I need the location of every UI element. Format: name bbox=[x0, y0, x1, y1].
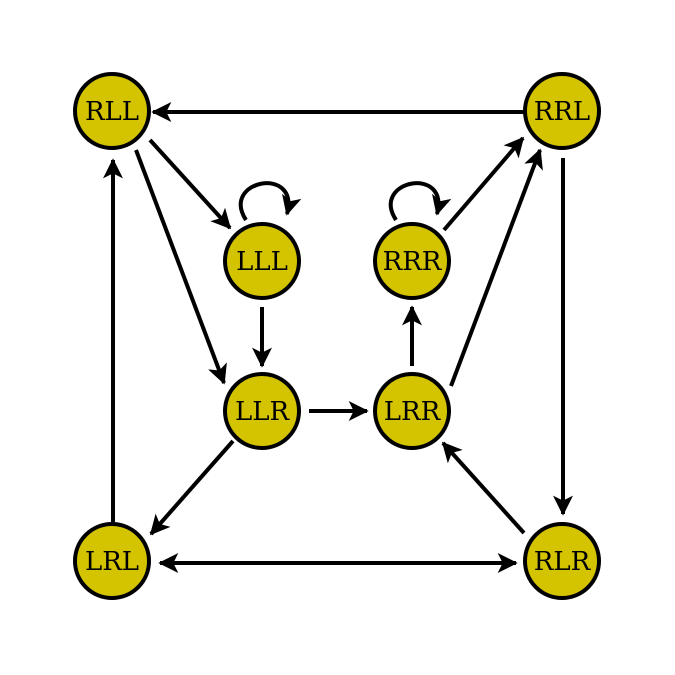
node-rlr: RLR bbox=[523, 522, 601, 600]
node-circle bbox=[73, 522, 151, 600]
node-circle bbox=[523, 522, 601, 600]
node-label: RRL bbox=[534, 97, 590, 127]
node-circle bbox=[223, 372, 301, 450]
nodes: RLL RRL LLL RRR LLR LRR LRL RLR bbox=[73, 72, 601, 600]
node-label: LRL bbox=[85, 547, 139, 577]
node-lll: LLL bbox=[223, 222, 301, 300]
edge-lrr-to-rrl bbox=[449, 148, 543, 387]
node-circle bbox=[523, 72, 601, 150]
node-label: LRR bbox=[384, 397, 442, 427]
node-label: RLR bbox=[534, 547, 592, 577]
node-rrl: RRL bbox=[523, 72, 601, 150]
node-label: RRR bbox=[383, 247, 443, 277]
self-loop-rrr bbox=[388, 181, 452, 222]
node-label: LLL bbox=[236, 247, 288, 277]
node-lrr: LRR bbox=[373, 372, 451, 450]
edge-llr-to-lrl bbox=[149, 439, 235, 536]
edge-rlr-to-lrr bbox=[441, 441, 526, 535]
node-rrr: RRR bbox=[373, 222, 451, 300]
node-circle bbox=[373, 222, 451, 300]
self-loop-lll bbox=[238, 181, 302, 222]
node-label: RLL bbox=[85, 97, 139, 127]
edge-rrr-to-rrl bbox=[442, 136, 525, 232]
edge-rll-to-llr bbox=[134, 149, 227, 385]
node-llr: LLR bbox=[223, 372, 301, 450]
node-lrl: LRL bbox=[73, 522, 151, 600]
node-rll: RLL bbox=[73, 72, 151, 150]
node-label: LLR bbox=[235, 397, 291, 427]
node-circle bbox=[223, 222, 301, 300]
edges bbox=[103, 102, 573, 573]
edge-rll-to-lll bbox=[148, 138, 232, 230]
node-circle bbox=[73, 72, 151, 150]
node-circle bbox=[373, 372, 451, 450]
